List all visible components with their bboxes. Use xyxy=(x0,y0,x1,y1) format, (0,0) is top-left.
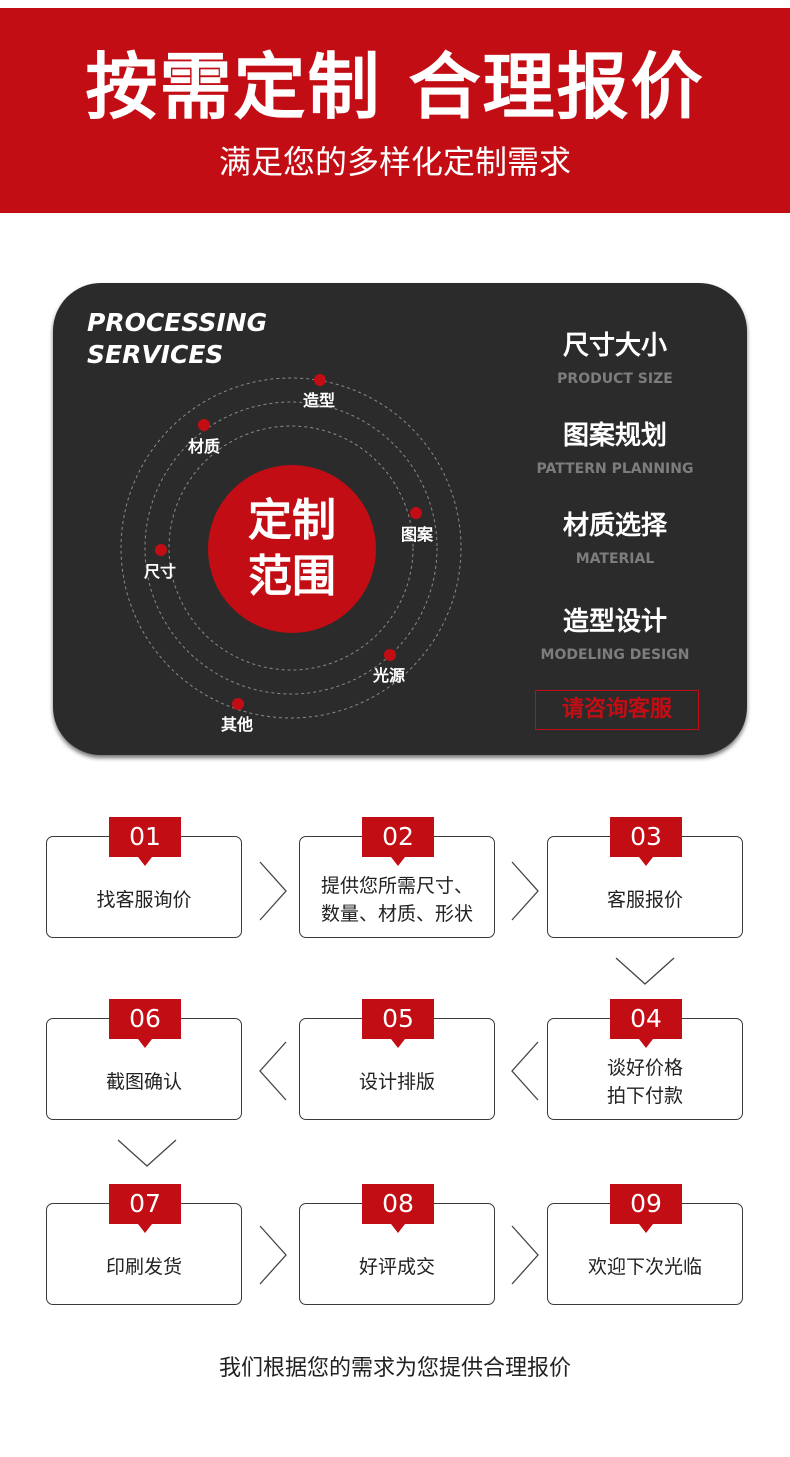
chevron-right-icon xyxy=(511,1225,539,1285)
step-text-line: 欢迎下次光临 xyxy=(587,1256,702,1278)
customization-panel: PROCESSING SERVICES 定制 范围 造型 材质 图案 尺寸 光源… xyxy=(53,283,747,755)
step-text: 印刷发货 xyxy=(47,1238,241,1296)
service-subtitle: MODELING DESIGN xyxy=(540,647,690,663)
step-card-09: 09 欢迎下次光临 xyxy=(547,1184,743,1305)
step-number: 03 xyxy=(610,817,682,866)
core-line1: 定制 xyxy=(248,495,336,546)
customization-core: 定制 范围 xyxy=(208,465,376,633)
step-text-line: 截图确认 xyxy=(105,1071,182,1093)
step-text: 谈好价格 拍下付款 xyxy=(548,1053,742,1111)
chevron-down-icon xyxy=(117,1139,177,1167)
step-card-03: 03 客服报价 xyxy=(547,817,743,938)
step-card-01: 01 找客服询价 xyxy=(46,817,242,938)
service-title: 尺寸大小 xyxy=(562,331,667,361)
step-text-line: 印刷发货 xyxy=(105,1256,182,1278)
step-number: 08 xyxy=(362,1184,434,1233)
chevron-right-icon xyxy=(259,861,287,921)
orbit-node-dot-other xyxy=(232,698,244,710)
chevron-left-icon xyxy=(511,1041,539,1101)
orbit-label-material: 材质 xyxy=(188,437,221,456)
panel-heading-line2: SERVICES xyxy=(87,340,224,369)
orbit-label-shape: 造型 xyxy=(303,391,336,410)
service-title: 图案规划 xyxy=(562,421,667,451)
service-title: 造型设计 xyxy=(562,607,667,637)
step-text-line: 提供您所需尺寸、 xyxy=(320,875,473,897)
step-text: 截图确认 xyxy=(47,1053,241,1111)
orbit-ring-inner xyxy=(168,425,414,671)
step-card-06: 06 截图确认 xyxy=(46,999,242,1120)
service-subtitle: PRODUCT SIZE xyxy=(557,371,673,387)
step-text-line: 谈好价格 xyxy=(606,1057,683,1079)
orbit-node-dot-material xyxy=(198,419,210,431)
service-item-material: 材质选择 MATERIAL xyxy=(531,509,699,569)
step-card-08: 08 好评成交 xyxy=(299,1184,495,1305)
orbit-label-light: 光源 xyxy=(373,666,406,685)
step-text: 欢迎下次光临 xyxy=(548,1238,742,1296)
chevron-right-icon xyxy=(511,861,539,921)
step-text: 找客服询价 xyxy=(47,871,241,929)
orbit-ring-outer xyxy=(120,377,462,719)
step-number: 05 xyxy=(362,999,434,1048)
orbit-label-pattern: 图案 xyxy=(401,525,434,544)
service-subtitle: MATERIAL xyxy=(575,551,655,567)
consult-service-button[interactable]: 请咨询客服 xyxy=(535,690,699,730)
footer-text: 我们根据您的需求为您提供合理报价 xyxy=(218,1356,571,1381)
step-number: 09 xyxy=(610,1184,682,1233)
panel-heading: PROCESSING SERVICES xyxy=(87,307,267,371)
chevron-right-icon xyxy=(259,1225,287,1285)
service-title: 材质选择 xyxy=(562,511,667,541)
step-text: 设计排版 xyxy=(300,1053,494,1111)
step-text-line: 数量、材质、形状 xyxy=(320,903,473,925)
banner-subtitle: 满足您的多样化定制需求 xyxy=(218,143,571,181)
step-text-line: 找客服询价 xyxy=(96,889,192,911)
step-card-02: 02 提供您所需尺寸、 数量、材质、形状 xyxy=(299,817,495,938)
core-line2: 范围 xyxy=(248,551,336,602)
step-text: 好评成交 xyxy=(300,1238,494,1296)
step-text-line: 客服报价 xyxy=(606,889,683,911)
service-item-modeling: 造型设计 MODELING DESIGN xyxy=(531,605,699,665)
header-banner: 按需定制 合理报价 满足您的多样化定制需求 xyxy=(0,8,790,213)
step-number: 04 xyxy=(610,999,682,1048)
orbit-node-dot-shape xyxy=(314,374,326,386)
step-text: 提供您所需尺寸、 数量、材质、形状 xyxy=(300,871,494,929)
orbit-node-dot-light xyxy=(384,649,396,661)
service-subtitle: PATTERN PLANNING xyxy=(536,461,694,477)
banner-title: 按需定制 合理报价 xyxy=(85,45,705,129)
step-text-line: 拍下付款 xyxy=(606,1085,683,1107)
panel-heading-line1: PROCESSING xyxy=(87,308,268,337)
service-item-size: 尺寸大小 PRODUCT SIZE xyxy=(531,329,699,389)
step-text: 客服报价 xyxy=(548,871,742,929)
step-number: 07 xyxy=(109,1184,181,1233)
chevron-down-icon xyxy=(615,957,675,985)
orbit-node-dot-size xyxy=(155,544,167,556)
step-text-line: 设计排版 xyxy=(358,1071,435,1093)
step-card-05: 05 设计排版 xyxy=(299,999,495,1120)
orbit-label-other: 其他 xyxy=(221,715,254,734)
step-number: 02 xyxy=(362,817,434,866)
orbit-node-dot-pattern xyxy=(410,507,422,519)
step-number: 01 xyxy=(109,817,181,866)
chevron-left-icon xyxy=(259,1041,287,1101)
orbit-label-size: 尺寸 xyxy=(144,562,177,581)
step-number: 06 xyxy=(109,999,181,1048)
service-item-pattern: 图案规划 PATTERN PLANNING xyxy=(531,419,699,479)
step-card-04: 04 谈好价格 拍下付款 xyxy=(547,999,743,1120)
orbit-ring-middle xyxy=(144,401,438,695)
orbit-diagram xyxy=(120,374,462,719)
step-text-line: 好评成交 xyxy=(358,1256,435,1278)
step-card-07: 07 印刷发货 xyxy=(46,1184,242,1305)
